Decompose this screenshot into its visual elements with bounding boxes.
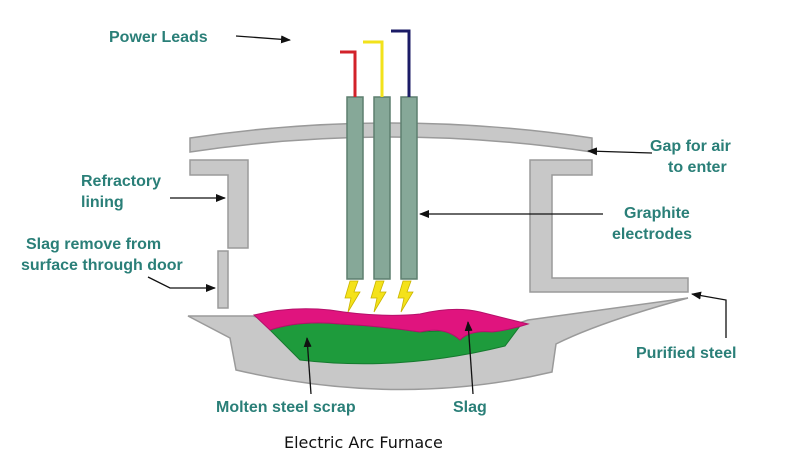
label-purified-steel: Purified steel xyxy=(636,345,736,362)
slag-layer xyxy=(252,308,530,341)
arrow-power-leads xyxy=(235,35,291,44)
label-refractory-line1: Refractory xyxy=(81,173,161,190)
label-slag-remove-line2: surface through door xyxy=(21,257,183,274)
label-molten-steel-scrap: Molten steel scrap xyxy=(216,399,356,416)
refractory-lining-left xyxy=(189,159,249,249)
furnace-roof xyxy=(189,122,593,153)
label-gap-for-air-line1: Gap for air xyxy=(650,138,731,155)
graphite-electrode-2 xyxy=(373,96,391,280)
label-slag-remove-line1: Slag remove from xyxy=(26,236,161,253)
arrow-slag xyxy=(464,321,474,395)
arrow-molten-steel-scrap xyxy=(303,337,312,395)
power-lead-red xyxy=(340,50,357,97)
power-lead-yellow xyxy=(363,40,384,97)
arc-spark-2 xyxy=(370,280,387,313)
refractory-lining-right xyxy=(529,159,689,293)
slag-door xyxy=(217,250,229,309)
power-lead-navy xyxy=(391,29,411,97)
caption: Electric Arc Furnace xyxy=(284,433,443,452)
arc-spark-3 xyxy=(397,280,414,313)
graphite-electrode-3 xyxy=(400,96,418,280)
label-graphite-line2: electrodes xyxy=(612,226,692,243)
label-graphite-line1: Graphite xyxy=(624,205,690,222)
arc-spark-1 xyxy=(344,280,361,313)
arrow-slag-door xyxy=(147,276,216,292)
label-gap-for-air-line2: to enter xyxy=(668,159,727,176)
label-slag: Slag xyxy=(453,399,487,416)
label-power-leads: Power Leads xyxy=(109,29,208,46)
arrow-gap-for-air xyxy=(587,147,653,156)
label-refractory-line2: lining xyxy=(81,194,124,211)
graphite-electrode-1 xyxy=(346,96,364,280)
arrow-purified-steel xyxy=(691,291,727,338)
